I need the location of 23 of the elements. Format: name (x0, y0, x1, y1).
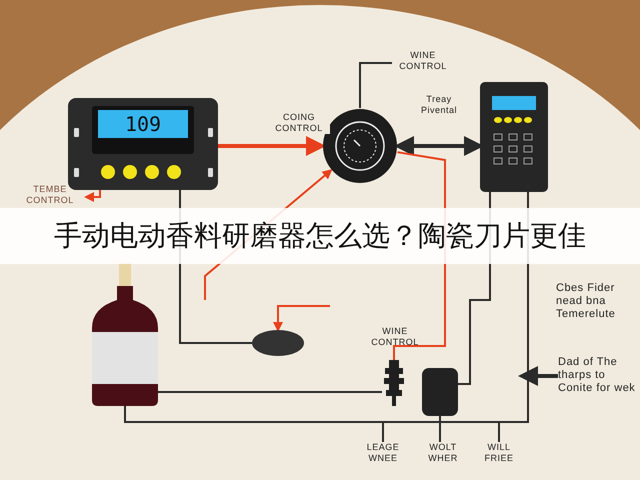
wire-label: TEMBE CONTROL (14, 184, 86, 208)
wire (439, 416, 441, 442)
dial-drawing (322, 108, 398, 184)
wire (158, 391, 382, 393)
note-text: Cbes Fider nead bna Temerelute (556, 282, 616, 321)
keypad-controller-drawing (480, 82, 548, 192)
terminal-label: LEAGE WNEE (356, 442, 410, 468)
wire (124, 406, 500, 442)
wire (359, 62, 392, 108)
title-banner: 手动电动香料研磨器怎么选？陶瓷刀片更佳 (0, 208, 640, 264)
canister-box (422, 368, 458, 416)
lcd-display: 109 (98, 110, 188, 138)
arrow (518, 366, 558, 386)
terminal-label: WILL FRIEE (472, 442, 526, 468)
wire-label: WINE CONTROL (392, 50, 454, 76)
control-panel-drawing (68, 98, 218, 190)
plug-connector-drawing (382, 360, 406, 406)
terminal-label: WOLT WHER (416, 442, 470, 468)
wine-bottle-drawing (92, 262, 158, 406)
note-text: Dad of The tharps to Conite for wek (558, 356, 636, 412)
wire-label: WINE CONTROL (370, 326, 420, 348)
arrow (273, 305, 330, 332)
arrow (84, 190, 101, 202)
